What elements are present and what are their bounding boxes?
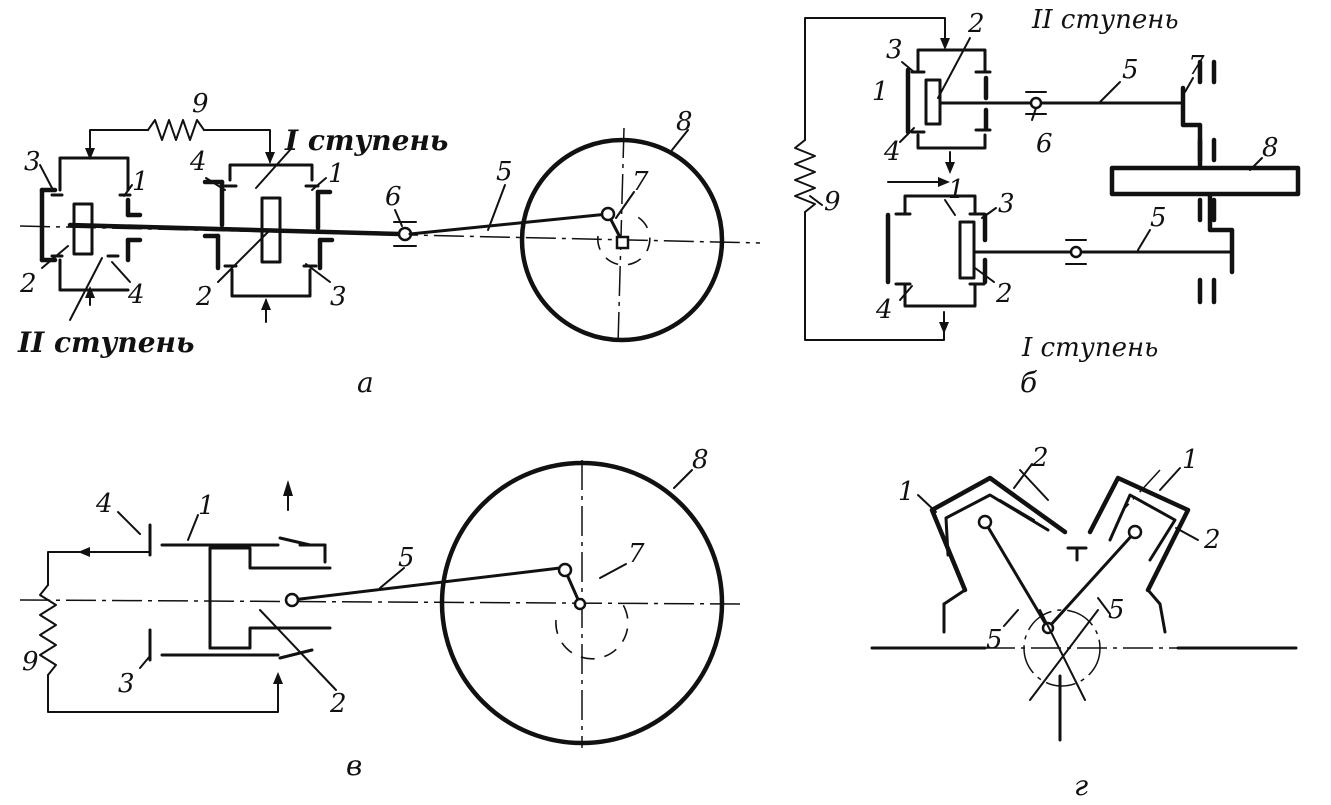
label-5-b2: 5: [1150, 203, 1167, 233]
label-1-b1: 1: [872, 77, 889, 107]
panel-g: 1 2 1 2 5 5 г: [870, 443, 1298, 802]
wrist-pin-v: [284, 592, 300, 608]
caption-b: б: [1020, 366, 1038, 399]
connecting-rod-5-a: [408, 212, 610, 236]
label-7-v: 7: [628, 539, 645, 569]
label-8-a: 8: [676, 107, 693, 137]
stage-1-label-b: I ступень: [1021, 333, 1158, 363]
label-1-g1: 1: [898, 477, 915, 507]
label-4-b1: 4: [883, 137, 901, 167]
panel-b: 2 3 1 4 6 5 7 8 9 1 3 2 4 5 II ступень I…: [794, 5, 1301, 399]
label-2-a2: 2: [195, 282, 213, 312]
connecting-rod-5-g-left: [983, 520, 1050, 630]
crank-circle-g: [1023, 609, 1101, 687]
label-3-a2: 3: [330, 282, 347, 312]
label-5-b1: 5: [1122, 55, 1139, 85]
label-9-b: 9: [824, 187, 841, 217]
label-7-b: 7: [1188, 51, 1205, 81]
label-6-a: 6: [385, 182, 402, 212]
label-6-b: 6: [1036, 129, 1053, 159]
stage-2-label-a: II ступень: [17, 326, 194, 359]
cylinder-right-g: [1087, 475, 1191, 634]
panel-v: 4 1 3 2 5 7 8 9 в: [19, 445, 741, 782]
label-2-b1: 2: [967, 9, 985, 39]
caption-g: г: [1074, 769, 1088, 802]
label-2-v: 2: [329, 689, 347, 719]
label-1-g2: 1: [1182, 445, 1199, 475]
crank-pin-7-a: [600, 206, 616, 222]
connecting-rod-5-g-right: [1046, 530, 1137, 630]
flywheel-8-b: [1109, 165, 1301, 197]
label-8-b: 8: [1262, 133, 1279, 163]
label-5-g2: 5: [1108, 595, 1125, 625]
label-3-b1: 3: [886, 35, 903, 65]
label-1-b2: 1: [948, 175, 965, 205]
crosshead-6-b: [1029, 96, 1043, 110]
caption-v: в: [346, 749, 362, 782]
label-7-a: 7: [632, 167, 649, 197]
label-5-g1: 5: [986, 625, 1003, 655]
caption-a: а: [357, 366, 374, 399]
flywheel-8-a: [519, 137, 725, 343]
label-9-a: 9: [192, 89, 209, 119]
intercooler-9-a: [147, 119, 205, 141]
label-1-a2: 1: [328, 159, 345, 189]
label-2-g1: 2: [1031, 443, 1049, 473]
label-2-b2: 2: [995, 279, 1013, 309]
label-1-v: 1: [198, 491, 215, 521]
cylinder-stage-2-b: [905, 48, 992, 150]
label-4-b2: 4: [875, 295, 893, 325]
crosshead-6-b2: [1069, 245, 1083, 259]
label-2-a1: 2: [19, 269, 37, 299]
crank-pin-7-v: [557, 562, 573, 578]
label-4-a1: 4: [127, 280, 145, 310]
panel-a: 3 1 2 4 9 4 1 2 3 6 5 7 8 I ступень II с…: [17, 89, 761, 399]
label-3-b2: 3: [998, 189, 1015, 219]
label-3-a1: 3: [24, 147, 41, 177]
cylinder-v: [148, 523, 332, 662]
connecting-rod-5-v: [290, 566, 562, 602]
label-4-a2: 4: [189, 147, 207, 177]
stage-2-label-b: II ступень: [1031, 5, 1179, 35]
cylinder-left-g: [929, 475, 1068, 634]
cylinder-stage-2-a: [39, 156, 143, 292]
label-2-g2: 2: [1203, 525, 1221, 555]
label-3-v: 3: [118, 669, 135, 699]
cylinder-stage-1-b: [885, 194, 988, 308]
label-5-a: 5: [496, 157, 513, 187]
intercooler-9-v: [39, 584, 57, 676]
label-9-v: 9: [22, 647, 39, 677]
label-1-a1: 1: [132, 167, 149, 197]
intercooler-9-b: [794, 139, 816, 213]
label-8-v: 8: [692, 445, 709, 475]
stage-1-label-a: I ступень: [284, 124, 448, 157]
label-4-v: 4: [95, 489, 113, 519]
label-5-v: 5: [398, 543, 415, 573]
